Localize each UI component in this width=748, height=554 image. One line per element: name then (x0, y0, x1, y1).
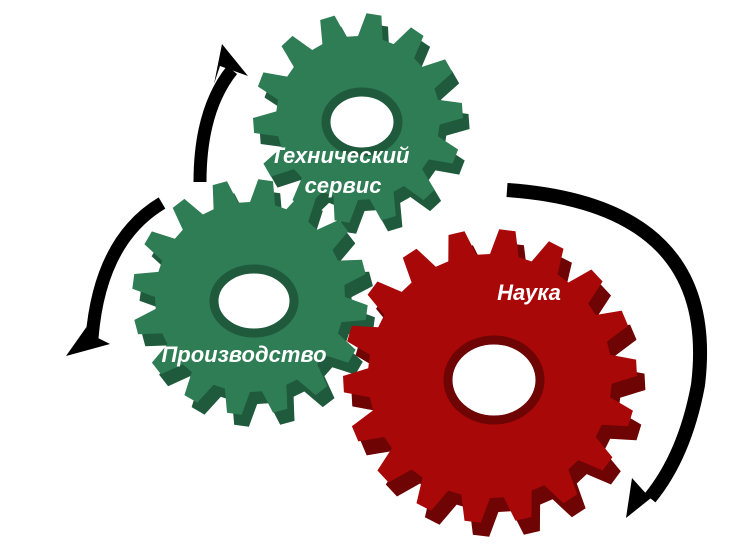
arrow-left (66, 197, 166, 356)
gear-science: Наука (343, 229, 646, 537)
arrow-left-head (66, 322, 110, 356)
arrow-left-shaft (85, 197, 166, 339)
arrow-right-shaft (506, 183, 708, 503)
arrow-top-left-shaft (193, 65, 238, 183)
gear-service-hole (321, 87, 403, 157)
gear-science-hole (443, 335, 545, 425)
gear-service-label: Технический сервис (270, 143, 415, 198)
arrow-top-left-head (214, 44, 248, 84)
gear-service: Технический сервис (253, 13, 470, 234)
gear-science-label: Наука (497, 280, 561, 305)
arrow-top-left (193, 44, 248, 183)
arrow-right-head (626, 478, 666, 518)
gear-production: Производство (132, 179, 375, 427)
rotation-arrows (66, 44, 708, 518)
arrow-right (506, 183, 708, 518)
gear-production-hole (209, 264, 299, 338)
gear-production-label: Производство (161, 342, 326, 367)
